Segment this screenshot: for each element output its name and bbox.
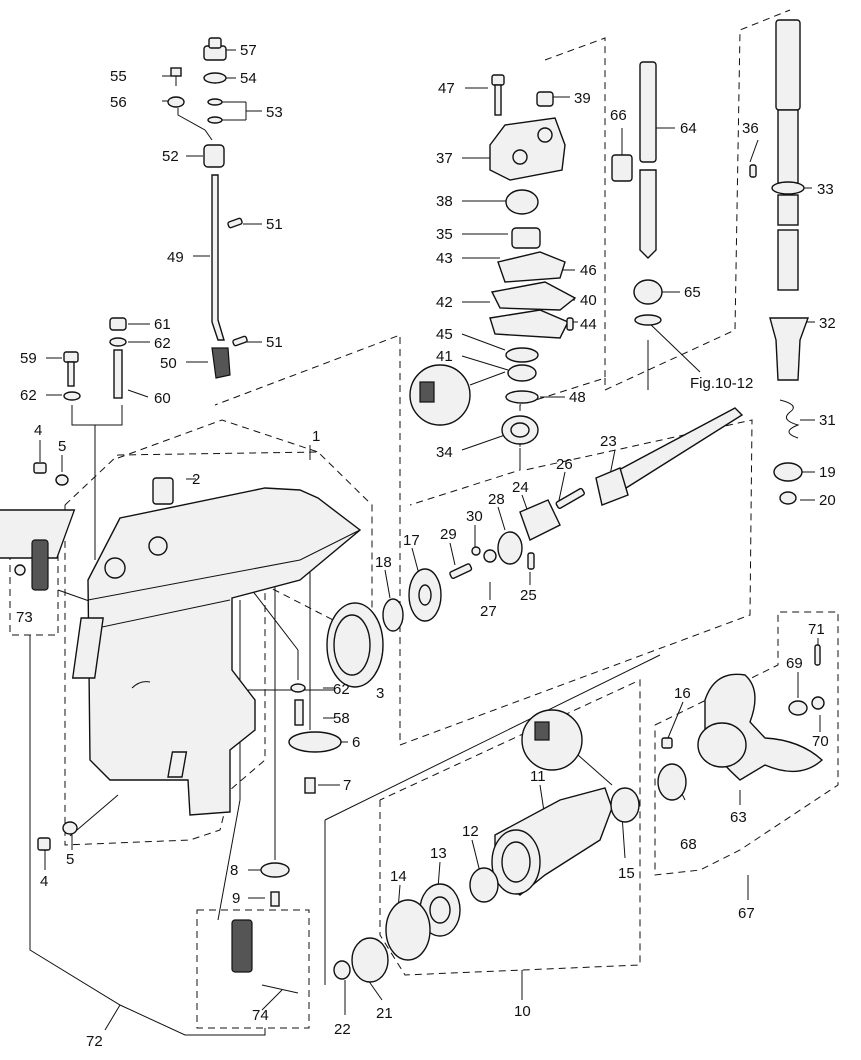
label-51b: 51: [266, 334, 283, 351]
label-24: 24: [512, 479, 529, 496]
label-56: 56: [110, 94, 127, 111]
label-37: 37: [436, 150, 453, 167]
water-pump-parts: [409, 74, 577, 445]
label-23: 23: [600, 433, 617, 450]
shift-rod-parts: [63, 37, 248, 401]
label-36: 36: [742, 120, 759, 137]
label-5a: 5: [58, 438, 66, 455]
label-4a: 4: [34, 422, 42, 439]
label-3: 3: [376, 685, 384, 702]
label-60: 60: [154, 390, 171, 407]
label-57: 57: [240, 42, 257, 59]
label-5b: 5: [66, 851, 74, 868]
label-18: 18: [375, 554, 392, 571]
label-8: 8: [230, 862, 238, 879]
label-62c: 62: [333, 681, 350, 698]
label-54: 54: [240, 70, 257, 87]
leader-lines: [29, 49, 821, 1036]
label-73: 73: [16, 609, 33, 626]
label-12: 12: [462, 823, 479, 840]
label-16: 16: [674, 685, 691, 702]
label-74: 74: [252, 1007, 269, 1024]
label-50: 50: [160, 355, 177, 372]
figure-reference: Fig.10-12: [690, 375, 753, 392]
label-52: 52: [162, 148, 179, 165]
label-58: 58: [333, 710, 350, 727]
side-parts: [167, 602, 384, 994]
label-72: 72: [86, 1033, 103, 1050]
label-46: 46: [580, 262, 597, 279]
label-41: 41: [436, 348, 453, 365]
label-39: 39: [574, 90, 591, 107]
label-33: 33: [817, 181, 834, 198]
label-17: 17: [403, 532, 420, 549]
label-34: 34: [436, 444, 453, 461]
label-61: 61: [154, 316, 171, 333]
propeller-parts: [657, 644, 825, 801]
label-32: 32: [819, 315, 836, 332]
label-66: 66: [610, 107, 627, 124]
label-27: 27: [480, 603, 497, 620]
label-28: 28: [488, 491, 505, 508]
label-70: 70: [812, 733, 829, 750]
label-35: 35: [436, 226, 453, 243]
label-44: 44: [580, 316, 597, 333]
label-21: 21: [376, 1005, 393, 1022]
label-10: 10: [514, 1003, 531, 1020]
label-22: 22: [334, 1021, 351, 1038]
label-19: 19: [819, 464, 836, 481]
lower-casing: [0, 462, 362, 851]
part-number-labels: 57 55 54 56 53 52 51 49 61 62 51 59 50 6…: [16, 42, 836, 1050]
label-62b: 62: [20, 387, 37, 404]
label-49: 49: [167, 249, 184, 266]
label-29: 29: [440, 526, 457, 543]
label-55: 55: [110, 68, 127, 85]
label-69: 69: [786, 655, 803, 672]
label-59: 59: [20, 350, 37, 367]
label-45: 45: [436, 326, 453, 343]
label-9: 9: [232, 890, 240, 907]
label-31: 31: [819, 412, 836, 429]
label-68: 68: [680, 836, 697, 853]
label-47: 47: [438, 80, 455, 97]
label-4b: 4: [40, 873, 48, 890]
label-26: 26: [556, 456, 573, 473]
label-6: 6: [352, 734, 360, 751]
label-15: 15: [618, 865, 635, 882]
label-51a: 51: [266, 216, 283, 233]
label-38: 38: [436, 193, 453, 210]
label-20: 20: [819, 492, 836, 509]
label-42: 42: [436, 294, 453, 311]
drive-shaft-parts: [611, 19, 809, 505]
bearing-housing-parts: [333, 709, 640, 983]
label-67: 67: [738, 905, 755, 922]
label-2: 2: [192, 471, 200, 488]
label-13: 13: [430, 845, 447, 862]
label-63: 63: [730, 809, 747, 826]
label-7: 7: [343, 777, 351, 794]
label-43: 43: [436, 250, 453, 267]
label-30: 30: [466, 508, 483, 525]
label-71: 71: [808, 621, 825, 638]
label-65: 65: [684, 284, 701, 301]
label-64: 64: [680, 120, 697, 137]
propeller-shaft-parts: [382, 407, 744, 632]
label-14: 14: [390, 868, 407, 885]
label-53: 53: [266, 104, 283, 121]
label-40: 40: [580, 292, 597, 309]
label-11: 11: [530, 768, 546, 785]
label-25: 25: [520, 587, 537, 604]
label-48: 48: [569, 389, 586, 406]
label-62a: 62: [154, 335, 171, 352]
label-1: 1: [312, 428, 320, 445]
